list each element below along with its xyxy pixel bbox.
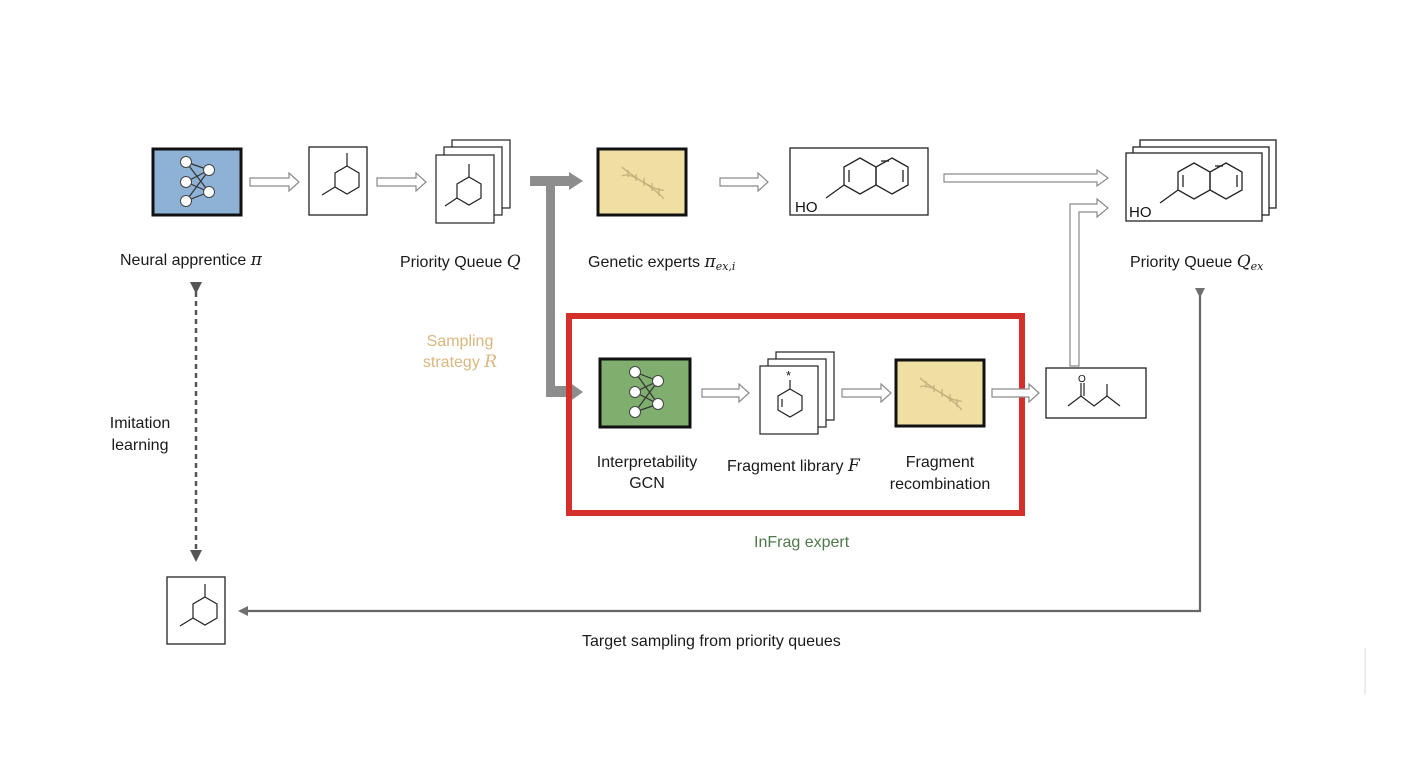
interpretability-gcn-network-icon	[598, 357, 692, 429]
hollow-arrow-2	[376, 171, 427, 193]
priority-queue-q-label: Priority Queue Q	[400, 252, 521, 272]
hollow-arrow-6	[991, 382, 1040, 404]
hollow-arrow-5	[841, 382, 892, 404]
target-molecule-card	[166, 576, 226, 645]
neural-apprentice-label: Neural apprentice π	[120, 250, 262, 270]
infrag-output-connector	[1069, 197, 1109, 367]
fragment-recombination-dna-icon	[894, 358, 986, 428]
imitation-learning-label: Imitation learning	[109, 415, 171, 454]
interpretability-gcn-label: Interpretability GCN	[596, 454, 698, 492]
fragment-library-label: Fragment library F	[727, 456, 860, 476]
target-sampling-label: Target sampling from priority queues	[582, 633, 841, 650]
neural-apprentice-network-icon	[151, 147, 243, 217]
genetic-experts-label: Genetic experts πex,i	[588, 252, 736, 273]
priority-queue-qex-label: Priority Queue Qex	[1130, 252, 1264, 273]
qex-ho-label: HO	[1129, 204, 1152, 221]
priority-queue-q-stack	[435, 139, 511, 224]
sampling-arrow	[530, 172, 583, 402]
genetic-experts-dna-icon	[596, 147, 688, 217]
hollow-arrow-3	[719, 171, 769, 193]
priority-queue-qex-stack	[1125, 139, 1277, 222]
sampled-molecule-card	[308, 146, 368, 216]
attachment-star: *	[786, 368, 791, 383]
ketone-molecule-card	[1045, 367, 1147, 419]
long-hollow-arrow	[943, 168, 1110, 188]
target-sampling-feedback-arrow	[238, 288, 1205, 616]
fragment-recombination-label: Fragment recombination	[889, 454, 991, 493]
hollow-arrow-4	[701, 382, 750, 404]
fragment-library-stack	[759, 351, 835, 435]
naphthol-ho-label: HO	[795, 199, 818, 216]
naphthol-molecule-card	[789, 147, 929, 216]
sampling-strategy-label: Sampling strategy R	[422, 333, 498, 372]
carbonyl-oxygen-label: O	[1078, 374, 1086, 385]
infrag-expert-label: InFrag expert	[754, 534, 850, 551]
hollow-arrow-1	[249, 171, 300, 193]
